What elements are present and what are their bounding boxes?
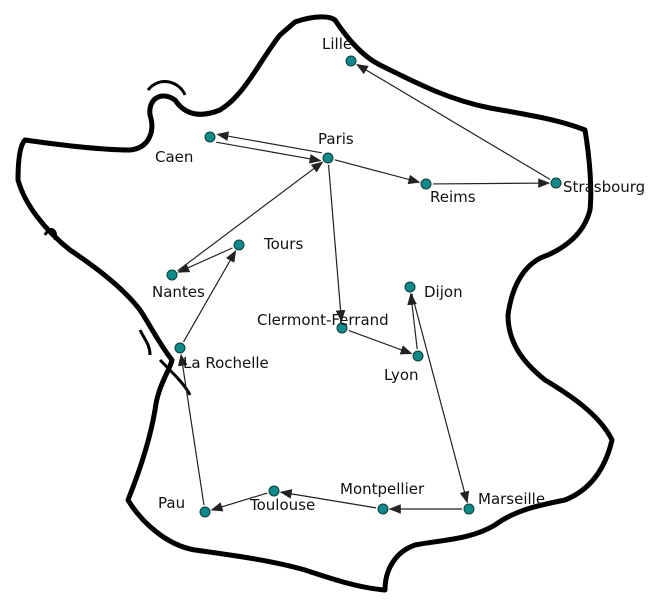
city-marker-lille[interactable] [345,55,357,67]
city-marker-pau[interactable] [199,506,211,518]
city-label-caen: Caen [155,148,194,166]
city-marker-toulouse[interactable] [268,485,280,497]
city-marker-caen[interactable] [204,131,216,143]
route-arrow-paris-reims [334,159,421,185]
city-marker-reims[interactable] [420,178,432,190]
route-arrow-paris-caen [216,131,322,154]
route-arrow-lyon-dijon [407,292,418,350]
route-arrow-clermont-lyon [348,329,413,355]
city-label-pau: Pau [158,494,186,512]
city-marker-dijon[interactable] [404,281,416,293]
route-arrow-paris-clermont [327,164,346,323]
city-label-montpellier: Montpellier [340,480,425,498]
city-marker-strasbourg[interactable] [550,177,562,189]
city-label-reims: Reims [430,188,476,206]
city-marker-montpellier[interactable] [377,503,389,515]
city-label-strasbourg: Strasbourg [563,178,646,196]
route-arrow-caen-paris [216,141,322,164]
city-marker-nantes[interactable] [166,269,178,281]
route-arrow-toulouse-pau [210,492,268,512]
route-arrow-tours-nantes [177,247,233,273]
city-label-lille: Lille [322,35,353,53]
city-marker-clermont[interactable] [336,322,348,334]
city-label-nantes: Nantes [152,283,205,301]
city-marker-paris[interactable] [322,152,334,164]
city-label-toulouse: Toulouse [250,496,316,514]
route-arrow-montpellier-toulouse [279,489,377,509]
city-marker-marseille[interactable] [463,503,475,515]
city-marker-lyon[interactable] [412,350,424,362]
route-arrow-reims-strasbourg [432,178,551,188]
route-arrow-dijon-marseille [411,293,470,504]
route-arrow-pau-larochelle [177,353,205,506]
city-label-larochelle: La Rochelle [183,354,269,372]
city-marker-tours[interactable] [233,239,245,251]
city-marker-larochelle[interactable] [174,342,186,354]
route-arrow-strasbourg-lille [355,63,551,180]
city-label-paris: Paris [318,130,354,148]
city-label-clermont: Clermont-Ferrand [257,311,389,329]
map-detail [43,80,192,396]
city-label-marseille: Marseille [478,490,546,508]
france-outline [15,14,615,593]
city-label-dijon: Dijon [424,283,463,301]
city-label-tours: Tours [264,235,304,253]
route-arrow-nantes-paris [177,161,324,272]
route-arrow-larochelle-tours [182,250,237,343]
city-label-lyon: Lyon [384,366,419,384]
